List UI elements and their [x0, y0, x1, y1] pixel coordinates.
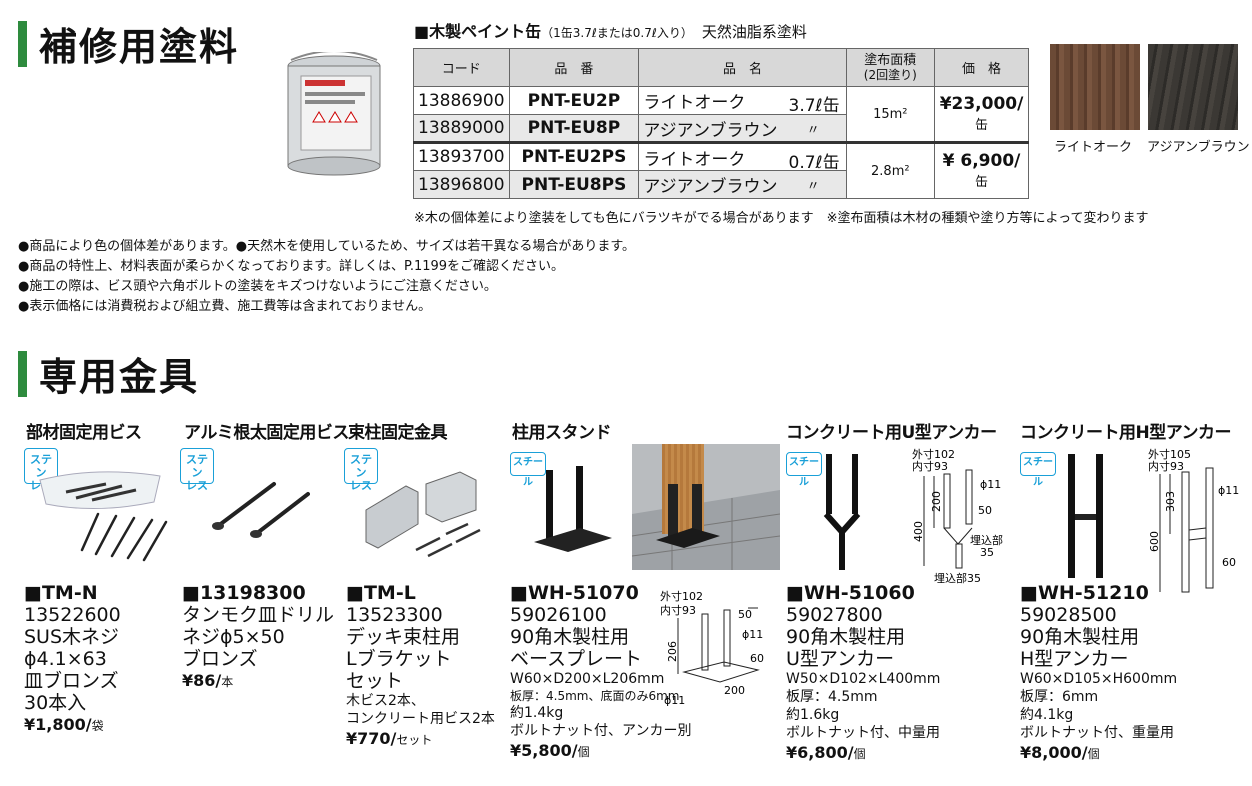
product-title: 柱用スタンド — [512, 423, 612, 443]
swatch-label: アジアンブラウン — [1147, 140, 1250, 155]
product-title: コンクリート用H型アンカー — [1020, 423, 1232, 443]
section-bar — [18, 20, 27, 67]
svg-text:200: 200 — [930, 491, 943, 512]
svg-text:50: 50 — [978, 504, 992, 517]
product-title: 束柱固定金具 — [348, 423, 448, 443]
steel-badge: スチール — [510, 452, 546, 488]
product-title: 部材固定用ビス — [26, 423, 142, 443]
steel-badge: スチール — [1020, 452, 1056, 488]
section-bar — [18, 350, 27, 397]
svg-text:ϕ11: ϕ11 — [980, 478, 1001, 491]
product-13198300: 13198300 タンモク皿ドリル ネジϕ5×50 ブロンズ ¥86/本 — [182, 582, 334, 693]
svg-text:303: 303 — [1164, 491, 1177, 512]
base-plate-image — [534, 466, 612, 552]
paint-heading: ■木製ペイント缶（1缶3.7ℓまたは0.7ℓ入り） 天然油脂系塗料 — [414, 22, 807, 41]
product-wh-51210: WH-51210 59028500 90角木製柱用 H型アンカー W60×D10… — [1020, 582, 1177, 765]
svg-text:ϕ11: ϕ11 — [1218, 484, 1239, 497]
section-title-hardware: 専用金具 — [18, 346, 199, 401]
svg-text:600: 600 — [1148, 531, 1161, 552]
svg-text:200: 200 — [724, 684, 745, 697]
h-anchor-image — [1068, 454, 1103, 578]
product-tm-l: TM-L 13523300 デッキ束柱用 Lブラケット セット 木ビス2本、 コ… — [346, 582, 495, 751]
screws-pack-image — [39, 471, 168, 562]
svg-text:60: 60 — [750, 652, 764, 665]
product-title: コンクリート用U型アンカー — [786, 423, 997, 443]
svg-text:206: 206 — [666, 641, 679, 662]
svg-text:外寸105: 外寸105 — [1148, 448, 1191, 461]
swatch-label: ライトオーク — [1054, 140, 1133, 155]
stainless-badge: ステンレス — [344, 448, 378, 492]
product-title: アルミ根太固定用ビス — [184, 423, 349, 443]
note-item: ●商品により色の個体差があります。●天然木を使用しているため、サイズは若干異なる… — [18, 239, 636, 254]
installed-stand-photo — [632, 444, 780, 570]
stainless-badge: ステンレス — [180, 448, 214, 492]
notes-list: ●商品により色の個体差があります。●天然木を使用しているため、サイズは若干異なる… — [18, 237, 635, 317]
svg-text:内寸93: 内寸93 — [912, 459, 948, 473]
swatch-asian-brown — [1148, 44, 1238, 130]
paint-can-image — [287, 52, 381, 176]
section-title-repair: 補修用塗料 — [18, 16, 239, 71]
svg-text:埋込部: 埋込部 — [970, 533, 1003, 547]
svg-text:ϕ11: ϕ11 — [742, 628, 763, 641]
note-item: ●施工の際は、ビス頭や六角ボルトの塗装をキズつけないようにご注意ください。 — [18, 279, 497, 294]
stand-dimension-drawing: 外寸102 内寸93 50 ϕ11 206 60 200 ϕ11 — [660, 590, 764, 707]
table-row: 13889000 PNT-EU8P アジアンブラウン〃 — [413, 114, 1029, 143]
note-item: ●表示価格には消費税および組立費、施工費等は含まれておりません。 — [18, 299, 432, 314]
svg-text:60: 60 — [1222, 556, 1236, 569]
svg-text:外寸102: 外寸102 — [912, 448, 955, 461]
svg-text:400: 400 — [912, 521, 925, 542]
svg-text:内寸93: 内寸93 — [1148, 459, 1184, 473]
swatch-light-oak — [1050, 44, 1140, 130]
svg-text:50: 50 — [738, 608, 752, 621]
svg-text:35: 35 — [980, 546, 994, 559]
paint-note: ※木の個体差により塗装をしても色にバラツキがでる場合があります ※塗布面積は木材… — [414, 211, 1149, 226]
drill-screws-image — [212, 482, 310, 538]
l-bracket-image — [365, 471, 481, 558]
svg-text:埋込部35: 埋込部35 — [934, 571, 981, 585]
paint-table: コード 品 番 品 名 塗布面積(2回塗り) 価 格 13886900 PNT-… — [413, 48, 1029, 199]
paint-table-header: コード 品 番 品 名 塗布面積(2回塗り) 価 格 — [413, 48, 1029, 87]
svg-text:ϕ11: ϕ11 — [664, 694, 685, 707]
u-anchor-dimension-drawing: 外寸102 内寸93 ϕ11 200 50 400 埋込部 35 埋込部35 — [912, 448, 1003, 585]
h-anchor-dimension-drawing: 外寸105 内寸93 ϕ11 303 600 60 — [1148, 448, 1239, 593]
product-tm-n: TM-N 13522600 SUS木ネジ ϕ4.1×63 皿ブロンズ 30本入 … — [24, 582, 121, 737]
product-wh-51060: WH-51060 59027800 90角木製柱用 U型アンカー W50×D10… — [786, 582, 940, 765]
product-wh-51070: WH-51070 59026100 90角木製柱用 ベースプレート W60×D2… — [510, 582, 691, 763]
table-row: 13896800 PNT-EU8PS アジアンブラウン〃 — [413, 170, 1029, 199]
steel-badge: スチール — [786, 452, 822, 488]
u-anchor-image — [823, 454, 861, 570]
svg-text:内寸93: 内寸93 — [660, 603, 696, 617]
note-item: ●商品の特性上、材料表面が柔らかくなっております。詳しくは、P.1199をご確認… — [18, 259, 565, 274]
